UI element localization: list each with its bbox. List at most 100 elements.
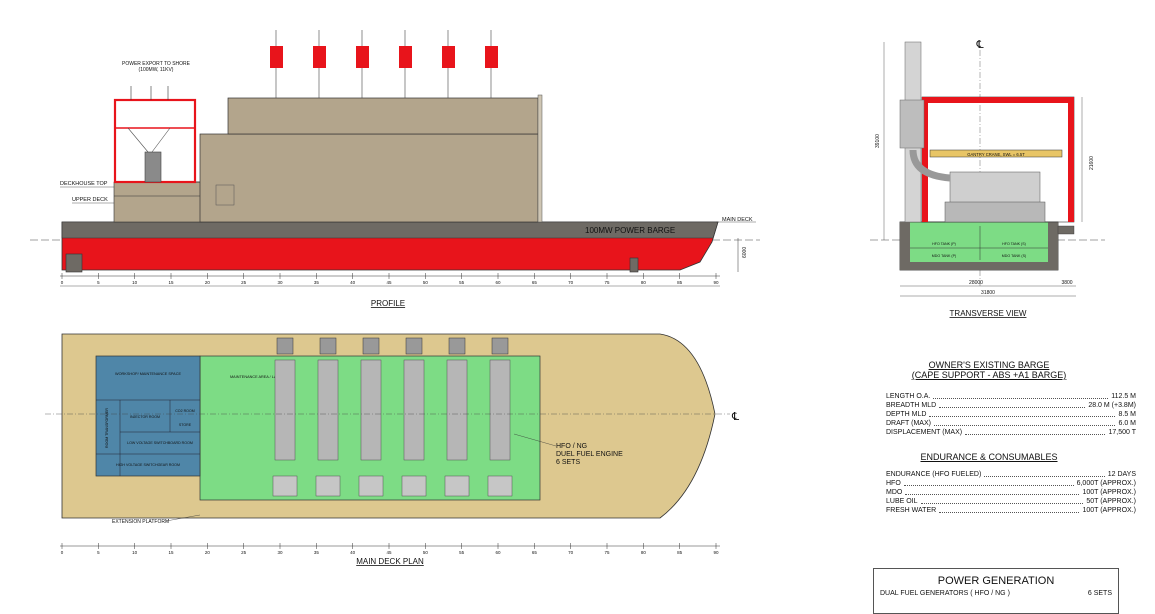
owner-label: LENGTH O.A. — [886, 393, 931, 400]
profile-frame-tick-label: 30 — [277, 280, 283, 285]
leader-dots — [965, 428, 1106, 435]
hv-room-label: HIGH VOLTAGE SWITCHGEAR ROOM — [116, 463, 180, 467]
profile-frame-tick-label: 35 — [314, 280, 320, 285]
tank-hfo-p: HFO TANK (P) — [932, 242, 956, 246]
endurance-label: FRESH WATER — [886, 507, 937, 514]
endurance-table: ENDURANCE (HFO FUELED) 12 DAYS HFO 6,000T (… — [886, 470, 1136, 515]
power-generation-box: POWER GENERATION DUAL FUEL GENERATORS ( … — [873, 568, 1119, 614]
leader-dots — [905, 488, 1080, 495]
endurance-title: ENDURANCE & CONSUMABLES — [920, 452, 1058, 462]
dim-6000: 6000 — [742, 247, 748, 258]
plan-frame-tick-label: 25 — [241, 550, 247, 555]
leader-dots — [939, 401, 1086, 408]
owner-label: DEPTH MLD — [886, 411, 927, 418]
injector-room-label: INJECTOR ROOM — [130, 415, 160, 419]
owner-value: 112.5 M — [1111, 393, 1136, 400]
tank-hfo-s: HFO TANK (S) — [1002, 242, 1026, 246]
profile-frame-tick-label: 90 — [713, 280, 719, 285]
power-generation-row-label: DUAL FUEL GENERATORS ( HFO / NG ) — [880, 590, 1010, 597]
plan-frame-tick-label: 85 — [677, 550, 683, 555]
maintenance-label: MAINTENANCE AREA / LAYDOWN — [230, 375, 291, 379]
power-export-rating: (100MW, 11KV) — [139, 67, 174, 73]
endurance-row: HFO 6,000T (APPROX.) — [886, 479, 1136, 488]
plan-title: MAIN DECK PLAN — [356, 557, 424, 566]
plan-frame-tick-label: 80 — [641, 550, 647, 555]
endurance-label: ENDURANCE (HFO FUELED) — [886, 471, 982, 478]
owner-title-line-2: (CAPE SUPPORT - ABS +A1 BARGE) — [911, 370, 1067, 380]
owner-row: DRAFT (MAX)6.0 M — [886, 419, 1136, 428]
dim-39100: 39100 — [875, 134, 881, 148]
endurance-row: ENDURANCE (HFO FUELED) 12 DAYS — [886, 470, 1136, 479]
dim-28000: 28000 — [969, 280, 983, 286]
plan-frame-tick-label: 0 — [61, 550, 64, 555]
profile-frame-tick-label: 55 — [459, 280, 465, 285]
engine-note-1: HFO / NG — [556, 443, 587, 450]
plan-frame-tick-label: 45 — [386, 550, 392, 555]
power-generation-row: DUAL FUEL GENERATORS ( HFO / NG ) 6 SETS — [874, 587, 1118, 600]
power-export-label: POWER EXPORT TO SHORE — [122, 61, 191, 67]
profile-frame-tick-label: 70 — [568, 280, 574, 285]
plan-frame-tick-label: 75 — [604, 550, 610, 555]
owner-value: 6.0 M — [1118, 420, 1136, 427]
owner-row: DISPLACEMENT (MAX) 17,500 T — [886, 428, 1136, 437]
endurance-value: 6,000T (APPROX.) — [1076, 480, 1136, 487]
plan-frame-tick-label: 50 — [423, 550, 429, 555]
transverse-view: ℄ HFO TANK (P) HFO TANK (S) MDO TANK (P)… — [870, 39, 1105, 318]
owner-barge-title: OWNER'S EXISTING BARGE (CAPE SUPPORT - A… — [880, 360, 1098, 380]
endurance-value: 12 DAYS — [1107, 471, 1136, 478]
dual-fuel-engines — [272, 337, 513, 497]
leader-dots — [933, 392, 1109, 399]
owner-label: BREADTH MLD — [886, 402, 937, 409]
plan-frame-tick-label: 35 — [314, 550, 320, 555]
endurance-label: HFO — [886, 480, 901, 487]
gantry-crane — [929, 149, 1063, 158]
room-transformer-label: ROOM TRANSFORMER — [105, 408, 109, 448]
engine-building — [199, 133, 539, 223]
skeg-aft — [65, 253, 83, 273]
leader-dots — [984, 470, 1105, 477]
profile-frame-tick-label: 85 — [677, 280, 683, 285]
leader-dots — [903, 479, 1074, 486]
profile-frame-tick-label: 50 — [423, 280, 429, 285]
endurance-value: 50T (APPROX.) — [1086, 498, 1136, 505]
profile-view: 100MW POWER BARGE POWER EXPORT TO SHORE … — [30, 30, 760, 308]
dim-3800: 3800 — [1061, 280, 1072, 286]
transformer — [144, 151, 162, 183]
profile-frame-tick-label: 10 — [132, 280, 138, 285]
leader-dots — [939, 506, 1080, 513]
owner-label: DISPLACEMENT (MAX) — [886, 429, 963, 436]
label-upper-deck: UPPER DECK — [72, 197, 108, 203]
exhaust-stacks — [270, 30, 498, 98]
leader-dots — [920, 497, 1084, 504]
plan-centerline: ℄ — [731, 411, 739, 423]
co2-room-label: CO2 ROOM — [175, 409, 195, 413]
profile-frame-tick-label: 80 — [641, 280, 647, 285]
profile-frame-tick-label: 75 — [604, 280, 610, 285]
engine-building-upper — [227, 97, 539, 135]
plan-frame-tick-label: 10 — [132, 550, 138, 555]
profile-frame-tick-label: 0 — [61, 280, 64, 285]
endurance-value: 100T (APPROX.) — [1082, 489, 1136, 496]
deckhouse — [113, 181, 203, 223]
general-arrangement-drawing: 100MW POWER BARGE POWER EXPORT TO SHORE … — [30, 30, 1105, 566]
profile-title: PROFILE — [371, 299, 405, 308]
plan-frame-tick-label: 65 — [532, 550, 538, 555]
label-deckhouse-top: DECKHOUSE TOP — [60, 181, 108, 187]
profile-frame-tick-label: 65 — [532, 280, 538, 285]
tank-mdo-s: MDO TANK (S) — [1002, 254, 1026, 258]
transverse-centerline: ℄ — [975, 39, 983, 51]
owner-row: LENGTH O.A. 112.5 M — [886, 392, 1136, 401]
profile-frame-tick-label: 5 — [97, 280, 100, 285]
drawing-stage: 100MW POWER BARGE POWER EXPORT TO SHORE … — [30, 30, 1136, 614]
owner-value: 17,500 T — [1108, 429, 1136, 436]
owner-title-line-1: OWNER'S EXISTING BARGE — [928, 360, 1050, 370]
plan-frame-tick-label: 20 — [205, 550, 211, 555]
profile-frame-tick-label: 40 — [350, 280, 356, 285]
tank-mdo-p: MDO TANK (P) — [932, 254, 956, 258]
profile-frame-tick-label: 60 — [495, 280, 501, 285]
label-main-deck: MAIN DECK — [722, 217, 753, 223]
